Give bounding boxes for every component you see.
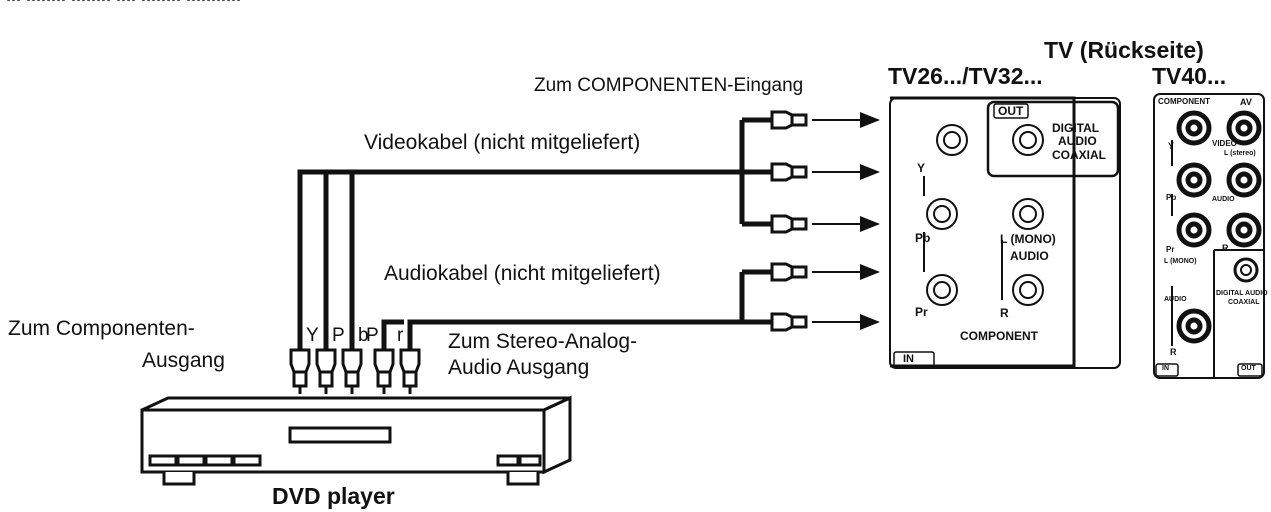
tv-small-model: TV26.../TV32... <box>888 63 1043 89</box>
component-input-label: Zum COMPONENTEN-Eingang <box>534 75 804 96</box>
tv-small-jack-pr: Pr <box>915 305 928 319</box>
connection-arrows <box>812 112 880 330</box>
tv-large-component: COMPONENT <box>1158 97 1210 106</box>
cut-header-text: ... ........ ........ .... ........ ....… <box>6 0 241 6</box>
tv-large-digital-2: COAXIAL <box>1228 299 1260 306</box>
tv-small-jack-l: L (MONO) <box>1000 232 1056 246</box>
component-output-label-line2: Ausgang <box>142 349 225 372</box>
tv-small-jack-pb: Pb <box>915 231 931 245</box>
tv-small-out-tag: OUT <box>998 104 1024 118</box>
tv-small-component: COMPONENT <box>960 329 1038 343</box>
audio-cable-label: Audiokabel (nicht mitgeliefert) <box>384 262 661 285</box>
tv-large-model: TV40... <box>1152 63 1227 89</box>
video-cable-label: Videokabel (nicht mitgeliefert) <box>364 131 641 154</box>
tv-large-r-right: R <box>1222 243 1229 253</box>
tv-back-title: TV (Rückseite) <box>1044 37 1204 63</box>
rca-plugs-dvd <box>289 348 421 394</box>
plug-letter-p1: P <box>332 325 345 346</box>
plug-letter-r: r <box>397 325 404 346</box>
video-cable <box>297 117 772 350</box>
plug-letter-y: Y <box>306 325 319 346</box>
tv-large-panel <box>1153 93 1265 379</box>
tv-large-l-mono: L (MONO) <box>1164 258 1197 265</box>
tv-small-digital-3: COAXIAL <box>1052 148 1106 162</box>
tv-small-panel <box>889 96 1121 369</box>
rca-plugs-right <box>770 110 808 332</box>
tv-large-audio-right: AUDIO <box>1212 196 1235 203</box>
tv-large-digital-1: DIGITAL AUDIO <box>1216 290 1268 297</box>
tv-large-r-left: R <box>1170 347 1177 357</box>
tv-small-jack-y: Y <box>917 161 926 175</box>
tv-large-av: AV <box>1240 97 1252 107</box>
dvd-player <box>140 395 572 486</box>
tv-small-digital-1: DIGITAL <box>1052 121 1100 135</box>
tv-large-y: Y <box>1168 141 1175 151</box>
tv-small-audio: AUDIO <box>1010 249 1049 263</box>
tv-small-jack-r: R <box>1000 306 1009 320</box>
tv-small-in-tag: IN <box>903 353 914 365</box>
stereo-output-label-line2: Audio Ausgang <box>448 356 590 379</box>
audio-cable <box>381 269 772 350</box>
component-output-label-line1: Zum Componenten- <box>8 317 195 340</box>
plug-letter-b: b <box>358 325 369 346</box>
tv-small-digital-2: AUDIO <box>1058 134 1097 148</box>
tv-large-video: VIDEO <box>1212 139 1237 148</box>
plug-letter-p2: P <box>366 325 379 346</box>
tv-large-audio-left: AUDIO <box>1164 296 1187 303</box>
tv-large-in-tag: IN <box>1162 365 1169 372</box>
tv-large-out-tag: OUT <box>1241 365 1256 372</box>
dvd-player-label: DVD player <box>272 483 395 509</box>
tv-large-pr: Pr <box>1166 245 1175 254</box>
tv-large-pb: Pb <box>1166 193 1177 202</box>
tv-large-l-stereo: L (stereo) <box>1224 150 1256 157</box>
stereo-output-label-line1: Zum Stereo-Analog- <box>448 330 638 353</box>
